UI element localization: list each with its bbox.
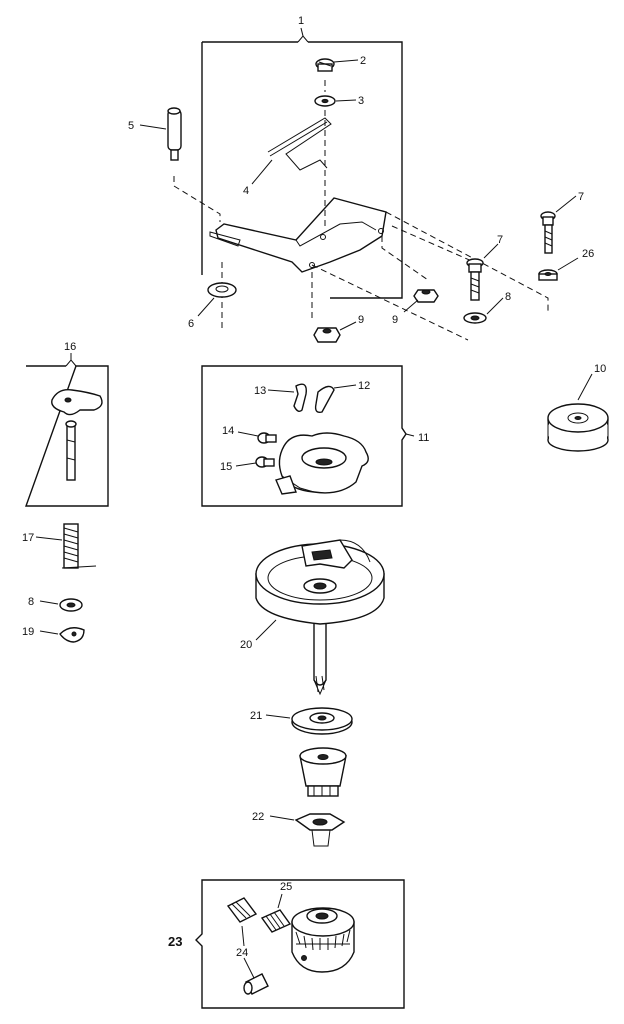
callout-23: 23: [168, 934, 182, 949]
callout-1: 1: [298, 15, 304, 27]
callout-8-right: 8: [505, 291, 511, 303]
screw-part-2: [315, 58, 335, 72]
drive-gear-part-23: [291, 907, 355, 973]
callout-16: 16: [64, 341, 76, 353]
callout-26: 26: [582, 248, 594, 260]
callout-10: 10: [594, 363, 606, 375]
assembly-1-box: [201, 35, 403, 299]
screw-part-7-center: [466, 258, 484, 301]
clip-part-19: [59, 627, 85, 643]
callout-22: 22: [252, 811, 264, 823]
callout-2: 2: [360, 55, 366, 67]
gear-bushing: [299, 747, 347, 797]
callout-6: 6: [188, 318, 194, 330]
callout-12: 12: [358, 380, 370, 392]
collar-part-22: [294, 813, 346, 847]
callout-17: 17: [22, 532, 34, 544]
bobbin-part-10: [547, 403, 609, 452]
spring-part-17: [61, 523, 97, 569]
washer-part-3: [314, 95, 336, 107]
callout-11: 11: [418, 432, 429, 444]
callout-4: 4: [243, 185, 249, 197]
clip-part-12: [314, 385, 335, 414]
set-screw-part-24-a: [226, 897, 258, 923]
callout-9-right: 9: [392, 314, 398, 326]
washer-part-26: [538, 269, 558, 281]
callout-7-center: 7: [497, 234, 503, 246]
callout-25: 25: [280, 881, 292, 893]
assembly-23-box: [195, 879, 405, 1009]
callout-19: 19: [22, 626, 34, 638]
pin-part-5: [167, 107, 182, 161]
washer-part-8-left: [59, 598, 83, 612]
callout-24: 24: [236, 947, 248, 959]
nut-part-9-right: [413, 289, 439, 303]
set-screw-part-24-b: [243, 973, 269, 995]
callout-5: 5: [128, 120, 134, 132]
screw-part-15: [255, 456, 275, 468]
rotary-hook-part-20: [255, 539, 385, 696]
screw-part-14: [257, 432, 277, 444]
washer-part-21: [291, 707, 353, 735]
callout-8-left: 8: [28, 596, 34, 608]
callout-7-right: 7: [578, 191, 584, 203]
callout-9-center: 9: [358, 314, 364, 326]
callout-20: 20: [240, 639, 252, 651]
washer-part-6: [207, 282, 237, 298]
clip-part-13: [293, 383, 307, 413]
lever-part-16: [51, 389, 103, 481]
washer-part-8-right: [463, 312, 487, 324]
throat-plate: [209, 197, 387, 273]
nut-part-9-center: [313, 327, 341, 343]
callout-21: 21: [250, 710, 262, 722]
callout-13: 13: [254, 385, 266, 397]
assembly-11-box: [201, 365, 407, 507]
callout-3: 3: [358, 95, 364, 107]
callout-15: 15: [220, 461, 232, 473]
bobbin-case-part-11: [275, 432, 369, 495]
spring-part-4: [267, 117, 332, 171]
callout-14: 14: [222, 425, 234, 437]
screw-part-7-right: [540, 211, 556, 254]
spring-part-25: [260, 909, 292, 933]
